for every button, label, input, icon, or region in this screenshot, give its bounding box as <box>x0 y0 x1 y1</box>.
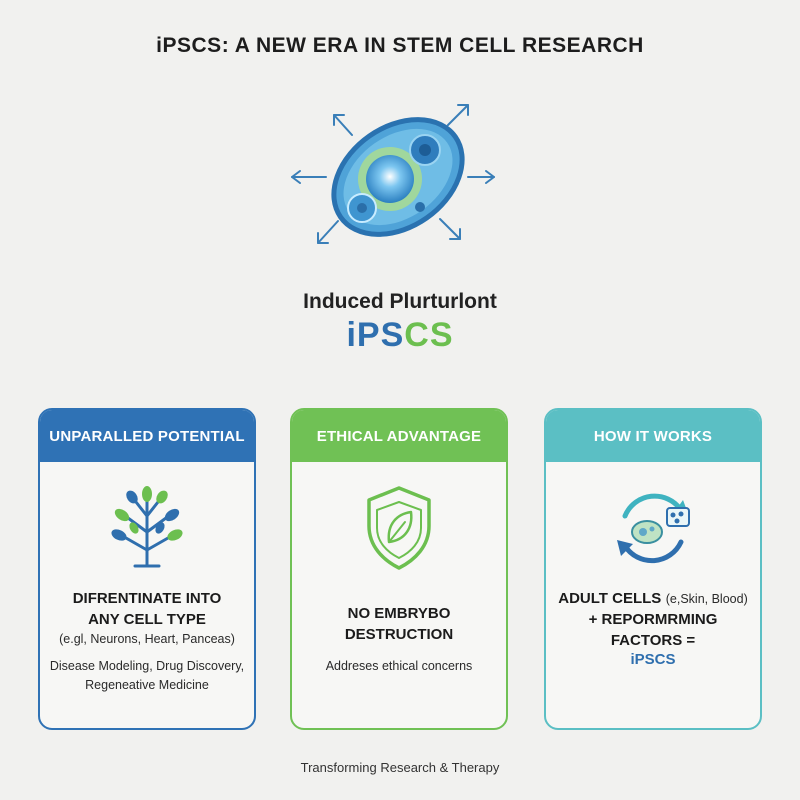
tree-icon <box>111 486 183 568</box>
card-line-2: ANY CELL TYPE <box>88 611 206 628</box>
card-line-1: NO EMBRYBO <box>347 605 451 622</box>
card-line-3: FACTORS = <box>610 632 696 649</box>
card-how-it-works: HOW IT WORKS ADULT CELLS (e,Skin, Blood)… <box>544 408 762 730</box>
page-title: iPSCS: A NEW ERA IN STEM CELL RESEARCH <box>156 34 644 57</box>
card-ethical-advantage: ETHICAL ADVANTAGE NO EMBRYBO DESTRUCTION… <box>290 408 508 730</box>
cell-icon <box>291 104 495 244</box>
acronym-part-1: iPS <box>346 316 405 354</box>
card-line-1-row: ADULT CELLS (e,Skin, Blood) <box>546 588 760 609</box>
card-apps-2: Regeneative Medicine <box>85 678 209 692</box>
footer-tagline: Transforming Research & Therapy <box>300 760 500 775</box>
card-apps-1: Disease Modeling, Drug Discovery, <box>49 659 245 673</box>
card-examples: (e.gl, Neurons, Heart, Panceas) <box>59 632 235 646</box>
expansion-arrows <box>291 104 495 244</box>
card-result: iPSCS <box>630 651 676 668</box>
card-unparalleled-potential: UNPARALLED POTENTIAL <box>38 408 256 730</box>
card-line-2: + REPORMRMING <box>588 611 718 628</box>
card-header: ETHICAL ADVANTAGE <box>292 410 506 462</box>
acronym: iPSCS <box>0 316 800 355</box>
shield-leaf-icon <box>367 486 431 570</box>
card-header: UNPARALLED POTENTIAL <box>40 410 254 462</box>
card-note: Addreses ethical concerns <box>325 659 473 673</box>
reprogramming-cycle-icon <box>617 493 690 564</box>
card-header: HOW IT WORKS <box>546 410 760 462</box>
acronym-part-2: CS <box>404 316 454 354</box>
card-line-2: DESTRUCTION <box>344 626 454 643</box>
card-line-1: ADULT CELLS <box>558 590 662 607</box>
card-line-1: DIFRENTINATE INTO <box>72 590 222 607</box>
subtitle: Induced Plurturlont <box>303 290 497 313</box>
card-line-1-extra: (e,Skin, Blood) <box>665 592 748 606</box>
